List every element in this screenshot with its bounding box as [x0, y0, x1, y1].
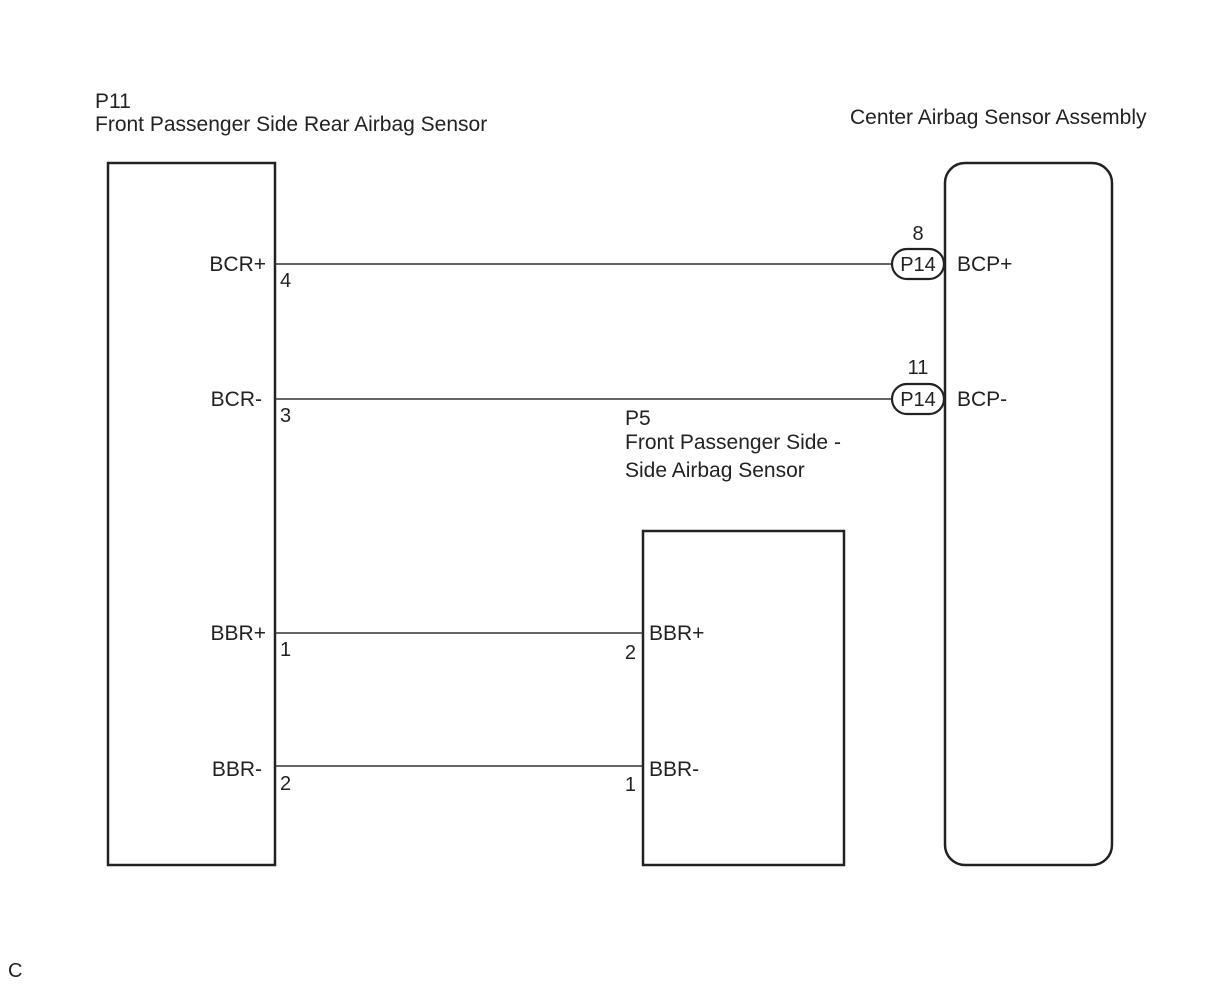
pin-number: 2 [280, 773, 291, 795]
pin-number: 4 [280, 270, 291, 292]
rear-sensor-box [106, 161, 277, 867]
connector-p14-badge [890, 247, 946, 281]
pin-number: 1 [280, 639, 291, 661]
pin-number: 1 [625, 774, 636, 796]
side-sensor-name-line1: Front Passenger Side - [625, 431, 841, 454]
center-sensor-name: Center Airbag Sensor Assembly [850, 106, 1147, 129]
connector-code: P14 [900, 389, 936, 411]
terminal-label: BBR+ [211, 622, 266, 645]
terminal-label: BCP+ [957, 253, 1012, 276]
connector-code: P14 [900, 254, 936, 276]
pin-number: 8 [912, 223, 923, 245]
side-sensor-name-line2: Side Airbag Sensor [625, 459, 805, 482]
terminal-label: BCP- [957, 388, 1007, 411]
terminal-label: BCR+ [209, 253, 266, 276]
rear-sensor-code: P11 [95, 90, 131, 113]
footer-code: C [8, 960, 22, 982]
side-sensor-code: P5 [625, 407, 651, 430]
pin-number: 2 [625, 642, 636, 664]
pin-number: 3 [280, 405, 291, 427]
rear-sensor-name: Front Passenger Side Rear Airbag Sensor [95, 113, 487, 136]
connector-p14-badge [890, 382, 946, 416]
terminal-label: BBR+ [649, 622, 704, 645]
side-sensor-box [641, 529, 846, 867]
pin-number: 11 [908, 357, 929, 379]
center-sensor-box [943, 161, 1114, 867]
terminal-label: BCR- [211, 388, 262, 411]
terminal-label: BBR- [649, 758, 699, 781]
terminal-label: BBR- [212, 758, 262, 781]
